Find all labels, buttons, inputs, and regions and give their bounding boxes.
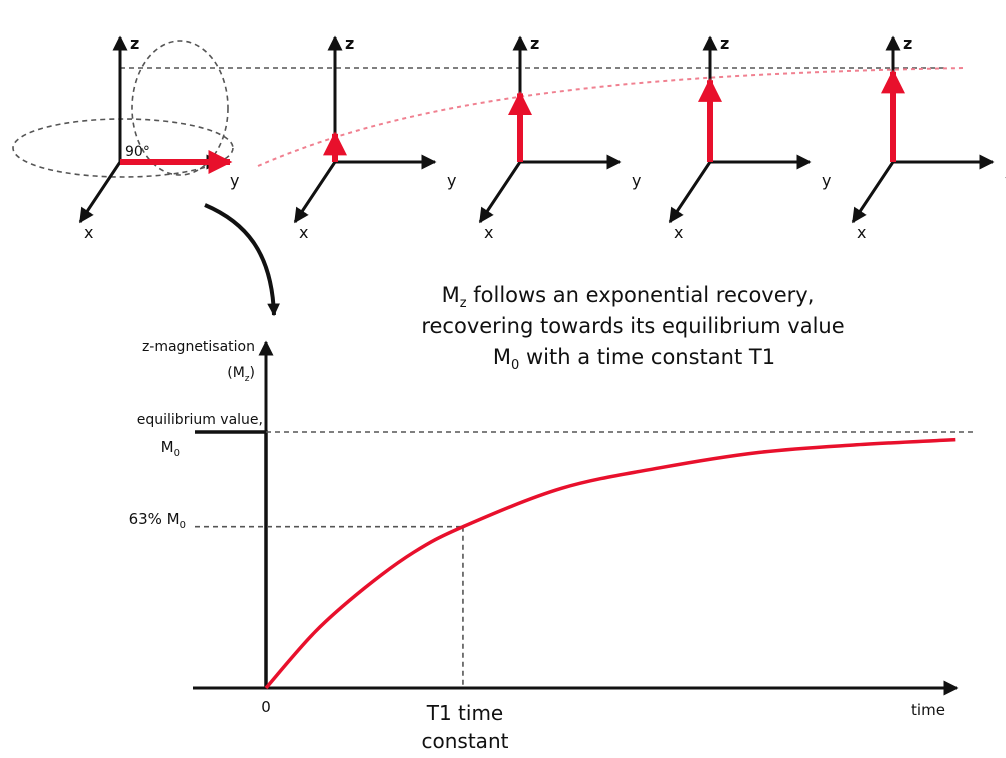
curved-transition-arrow xyxy=(204,203,281,317)
time-axis-label: time xyxy=(911,701,945,719)
flip-angle-label: 90° xyxy=(125,144,150,160)
y-axis-label-3: y xyxy=(632,171,641,190)
axis-frame-3: z y x xyxy=(478,34,641,242)
x-axis-label-4: x xyxy=(674,223,683,242)
y-axis-label-1: y xyxy=(230,171,239,190)
recovery-trace xyxy=(257,67,966,167)
t1-label-line-1: T1 time xyxy=(426,701,503,725)
equilibrium-label-line-2: M0 xyxy=(161,438,180,459)
z-axis-label-4: z xyxy=(720,34,729,53)
x-axis-4 xyxy=(668,161,712,224)
time-origin-label: 0 xyxy=(261,698,271,716)
x-axis-5 xyxy=(851,161,895,224)
equilibrium-label-line-1: equilibrium value, xyxy=(137,412,263,428)
axis-frame-1: z y x xyxy=(78,34,239,242)
z-axis-label-2: z xyxy=(345,34,354,53)
description-line-3: M0 with a time constant T1 xyxy=(493,345,775,373)
recovery-curve xyxy=(264,437,956,690)
y-axis-label-4: y xyxy=(822,171,831,190)
x-axis-label-1: x xyxy=(84,223,93,242)
z-axis-label-3: z xyxy=(530,34,539,53)
description-line-1: Mz follows an exponential recovery, xyxy=(442,283,815,311)
precession-ellipse-vertical xyxy=(131,40,229,176)
x-axis-3 xyxy=(478,161,522,224)
precession-ellipse-horizontal xyxy=(12,118,234,178)
x-axis-label-2: x xyxy=(299,223,308,242)
y-axis-label-2: y xyxy=(447,171,456,190)
x-axis-2 xyxy=(293,161,337,224)
axis-frame-5: zyx xyxy=(851,34,1006,242)
x-axis-1 xyxy=(78,161,122,224)
x-axis-label-3: x xyxy=(484,223,493,242)
t1-label-line-2: constant xyxy=(422,729,509,753)
y-axis-label-line-2: (Mz) xyxy=(227,365,255,384)
z-axis-label-1: z xyxy=(130,34,139,53)
axis-frame-2: z y x xyxy=(293,34,456,242)
frame-group: zyxzyxzyxzyxzyx xyxy=(78,34,1006,242)
axis-frame-4: z y x xyxy=(668,34,831,242)
description-line-2: recovering towards its equilibrium value xyxy=(421,314,844,338)
y-axis-label-line-1: z-magnetisation xyxy=(142,339,255,355)
z-axis-label-5: z xyxy=(903,34,912,53)
x-axis-label-5: x xyxy=(857,223,866,242)
t1-percentage-label: 63% M0 xyxy=(129,510,186,531)
initial-magnetisation-step xyxy=(195,430,268,688)
